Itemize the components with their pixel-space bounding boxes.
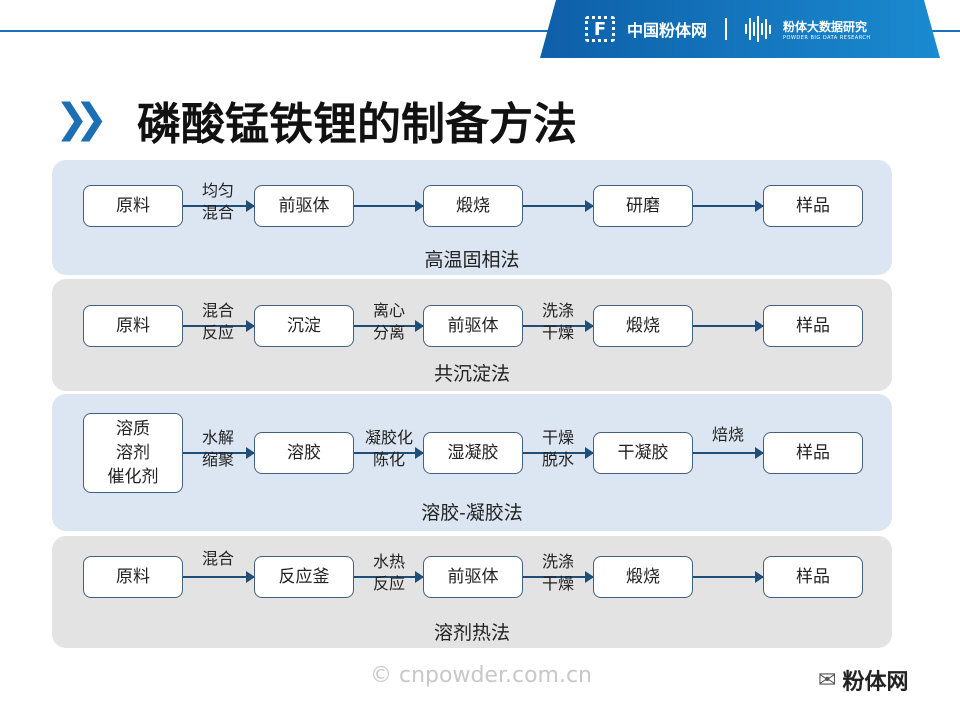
arrow-icon — [523, 320, 594, 332]
arrow-icon — [523, 571, 594, 583]
arrow-icon — [693, 200, 764, 212]
arrow-label: 混合 反应 — [201, 301, 234, 342]
arrow-icon — [693, 571, 764, 583]
method-panel: 溶质 溶剂 催化剂水解 缩聚溶胶凝胶化 陈化湿凝胶干燥 脱水干凝胶焙烧样品溶胶-… — [52, 394, 892, 531]
arrow-icon — [354, 447, 424, 459]
step-box: 煅烧 — [593, 305, 693, 347]
wechat-account: ✉粉体网 — [818, 667, 909, 696]
step-box: 研磨 — [593, 185, 693, 227]
arrow-label: 水热 反应 — [372, 552, 405, 593]
arrow-label: 均匀 混合 — [201, 181, 234, 222]
arrow-label: 混合 — [201, 549, 234, 568]
method-panel: 原料均匀 混合前驱体 煅烧 研磨 样品高温固相法 — [52, 160, 892, 275]
step-box: 溶质 溶剂 催化剂 — [83, 413, 183, 493]
arrow-label: 洗涤 干燥 — [541, 552, 574, 593]
divider — [725, 18, 728, 40]
step-box: 前驱体 — [423, 305, 523, 347]
step-box: 湿凝胶 — [423, 432, 523, 474]
arrow-icon — [354, 571, 424, 583]
arrow-icon — [183, 200, 255, 212]
arrow-label: 水解 缩聚 — [201, 428, 234, 469]
arrow-icon — [354, 200, 424, 212]
method-panel: 原料混合 反应釜水热 反应前驱体洗涤 干燥煅烧 样品溶剂热法 — [52, 536, 892, 648]
step-box: 原料 — [83, 556, 183, 598]
step-box: 前驱体 — [423, 556, 523, 598]
step-box: 干凝胶 — [593, 432, 693, 474]
step-box: 溶胶 — [254, 432, 354, 474]
arrow-icon — [183, 320, 255, 332]
step-box: 原料 — [83, 305, 183, 347]
step-box: 原料 — [83, 185, 183, 227]
step-box: 样品 — [763, 556, 863, 598]
arrow-icon — [523, 447, 594, 459]
bar-logo-icon — [745, 16, 772, 42]
wechat-icon: ✉ — [818, 667, 837, 693]
arrow-icon — [183, 447, 255, 459]
method-name: 溶剂热法 — [433, 622, 510, 644]
step-box: 反应釜 — [254, 556, 354, 598]
arrow-icon — [693, 320, 764, 332]
method-name: 高温固相法 — [424, 249, 520, 271]
method-name: 溶胶-凝胶法 — [421, 502, 523, 524]
arrow-label: 离心 分离 — [372, 301, 405, 342]
slide-frame — [0, 30, 960, 720]
method-panel: 原料混合 反应沉淀离心 分离前驱体洗涤 干燥煅烧 样品共沉淀法 — [52, 279, 892, 391]
step-box: 沉淀 — [254, 305, 354, 347]
arrow-label: 凝胶化 陈化 — [364, 428, 413, 469]
arrow-label: 干燥 脱水 — [541, 428, 574, 469]
step-box: 样品 — [763, 185, 863, 227]
arrow-icon — [354, 320, 424, 332]
double-chevron-right-icon: ❯❯ — [55, 96, 108, 142]
arrow-icon — [523, 200, 594, 212]
arrow-label: 洗涤 干燥 — [541, 301, 574, 342]
step-box: 前驱体 — [254, 185, 354, 227]
method-name: 共沉淀法 — [433, 363, 510, 385]
cnpowder-logo-icon: F — [585, 16, 615, 42]
page-title: 磷酸锰铁锂的制备方法 — [137, 99, 577, 150]
arrow-label: 焙烧 — [711, 425, 744, 444]
step-box: 样品 — [763, 432, 863, 474]
brand-name: 中国粉体网 — [627, 21, 708, 40]
step-box: 样品 — [763, 305, 863, 347]
step-box: 煅烧 — [593, 556, 693, 598]
arrow-icon — [693, 447, 764, 459]
arrow-icon — [183, 571, 255, 583]
step-box: 煅烧 — [423, 185, 523, 227]
watermark: © cnpowder.com.cn — [370, 663, 592, 688]
